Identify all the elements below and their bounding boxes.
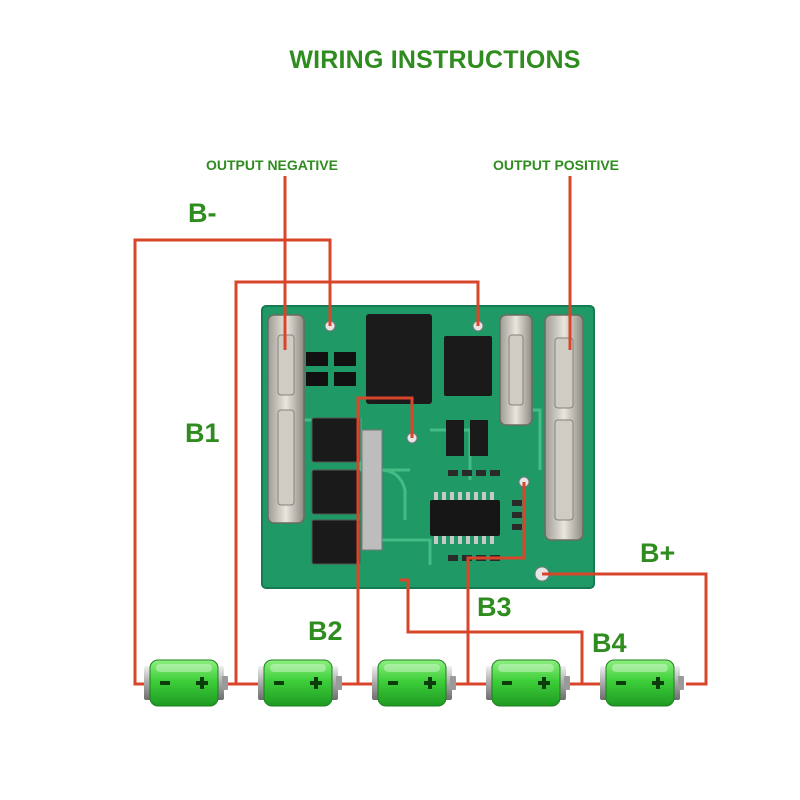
output-positive-label: OUTPUT POSITIVE <box>493 157 620 173</box>
plus-icon <box>652 677 664 689</box>
minus-icon <box>388 681 398 685</box>
b3-label: B3 <box>477 592 512 622</box>
battery-cell-5 <box>600 659 684 707</box>
b1-wire <box>234 280 480 684</box>
plus-icon <box>538 677 550 689</box>
power-diode <box>366 314 432 404</box>
plus-icon <box>424 677 436 689</box>
right-terminal-clip <box>544 314 584 541</box>
minus-icon <box>274 681 284 685</box>
b1-label: B1 <box>185 418 220 448</box>
minus-icon <box>616 681 626 685</box>
b-plus-wire <box>542 572 708 686</box>
minus-icon <box>502 681 512 685</box>
sot-chip <box>444 336 492 396</box>
page-title: WIRING INSTRUCTIONS <box>289 46 581 74</box>
b4-label: B4 <box>592 628 627 658</box>
b2-wire <box>356 396 414 684</box>
left-terminal-clip <box>267 314 305 524</box>
mosfet-array <box>311 417 383 565</box>
b-minus-label: B- <box>188 198 217 228</box>
battery-cell-2 <box>258 659 342 707</box>
plus-icon <box>310 677 322 689</box>
b3-wire <box>466 482 526 684</box>
battery-cell-3 <box>372 659 456 707</box>
battery-cell-1 <box>144 659 228 707</box>
output-negative-label: OUTPUT NEGATIVE <box>206 157 338 173</box>
b-plus-label: B+ <box>640 538 676 568</box>
bms-pcb-board <box>261 305 595 589</box>
protection-ic <box>430 492 500 544</box>
plus-icon <box>196 677 208 689</box>
b-minus-wire <box>133 238 332 686</box>
b4-wire <box>400 578 584 684</box>
battery-cell-4 <box>486 659 570 707</box>
b2-label: B2 <box>308 616 343 646</box>
minus-icon <box>160 681 170 685</box>
battery-pack <box>144 659 684 707</box>
middle-terminal-clip <box>499 314 533 426</box>
wires <box>133 176 708 686</box>
